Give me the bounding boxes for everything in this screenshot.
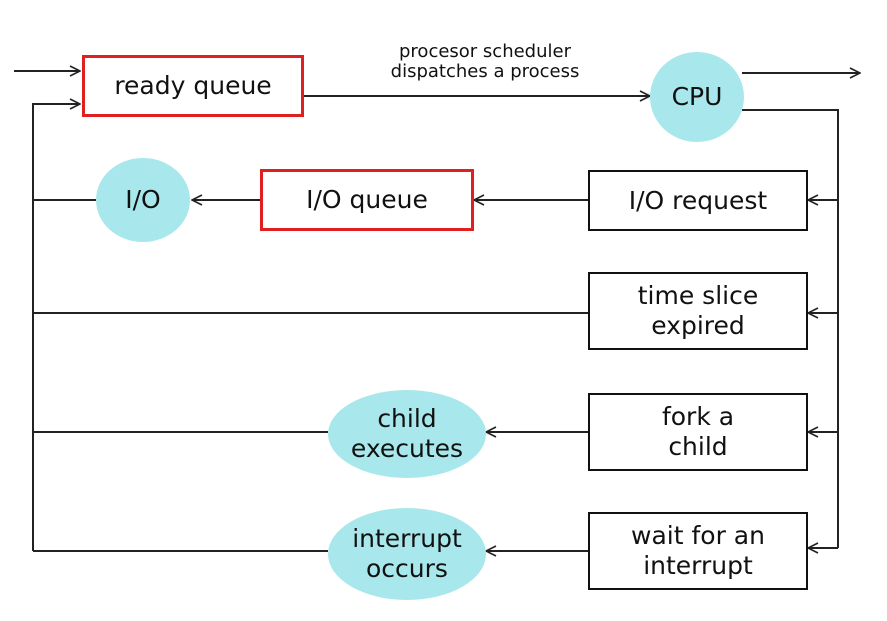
io-device-node: I/O [96, 158, 190, 242]
child-executes-node: child executes [328, 390, 486, 478]
time-slice-label: time slice expired [637, 281, 759, 340]
fork-child-label: fork a child [661, 402, 735, 461]
io-queue-label: I/O queue [306, 185, 428, 214]
io-request-label: I/O request [628, 185, 768, 215]
io-queue-box: I/O queue [260, 169, 474, 231]
cpu-label: CPU [671, 82, 723, 111]
return-bus [32, 104, 80, 551]
time-slice-box: time slice expired [588, 272, 808, 350]
interrupt-occurs-label: interrupt occurs [352, 524, 462, 583]
wait-interrupt-box: wait for an interrupt [588, 512, 808, 590]
interrupt-occurs-node: interrupt occurs [328, 508, 486, 600]
io-device-label: I/O [125, 185, 161, 214]
wait-interrupt-label: wait for an interrupt [631, 521, 765, 580]
ready-queue-box: ready queue [82, 55, 304, 117]
fork-child-box: fork a child [588, 393, 808, 471]
cpu-to-bus [742, 109, 839, 548]
cpu-node: CPU [650, 52, 744, 142]
io-request-box: I/O request [588, 170, 808, 231]
child-executes-label: child executes [350, 404, 464, 463]
dispatch-annotation: procesor scheduler dispatches a process [390, 41, 580, 82]
ready-queue-label: ready queue [114, 71, 272, 100]
